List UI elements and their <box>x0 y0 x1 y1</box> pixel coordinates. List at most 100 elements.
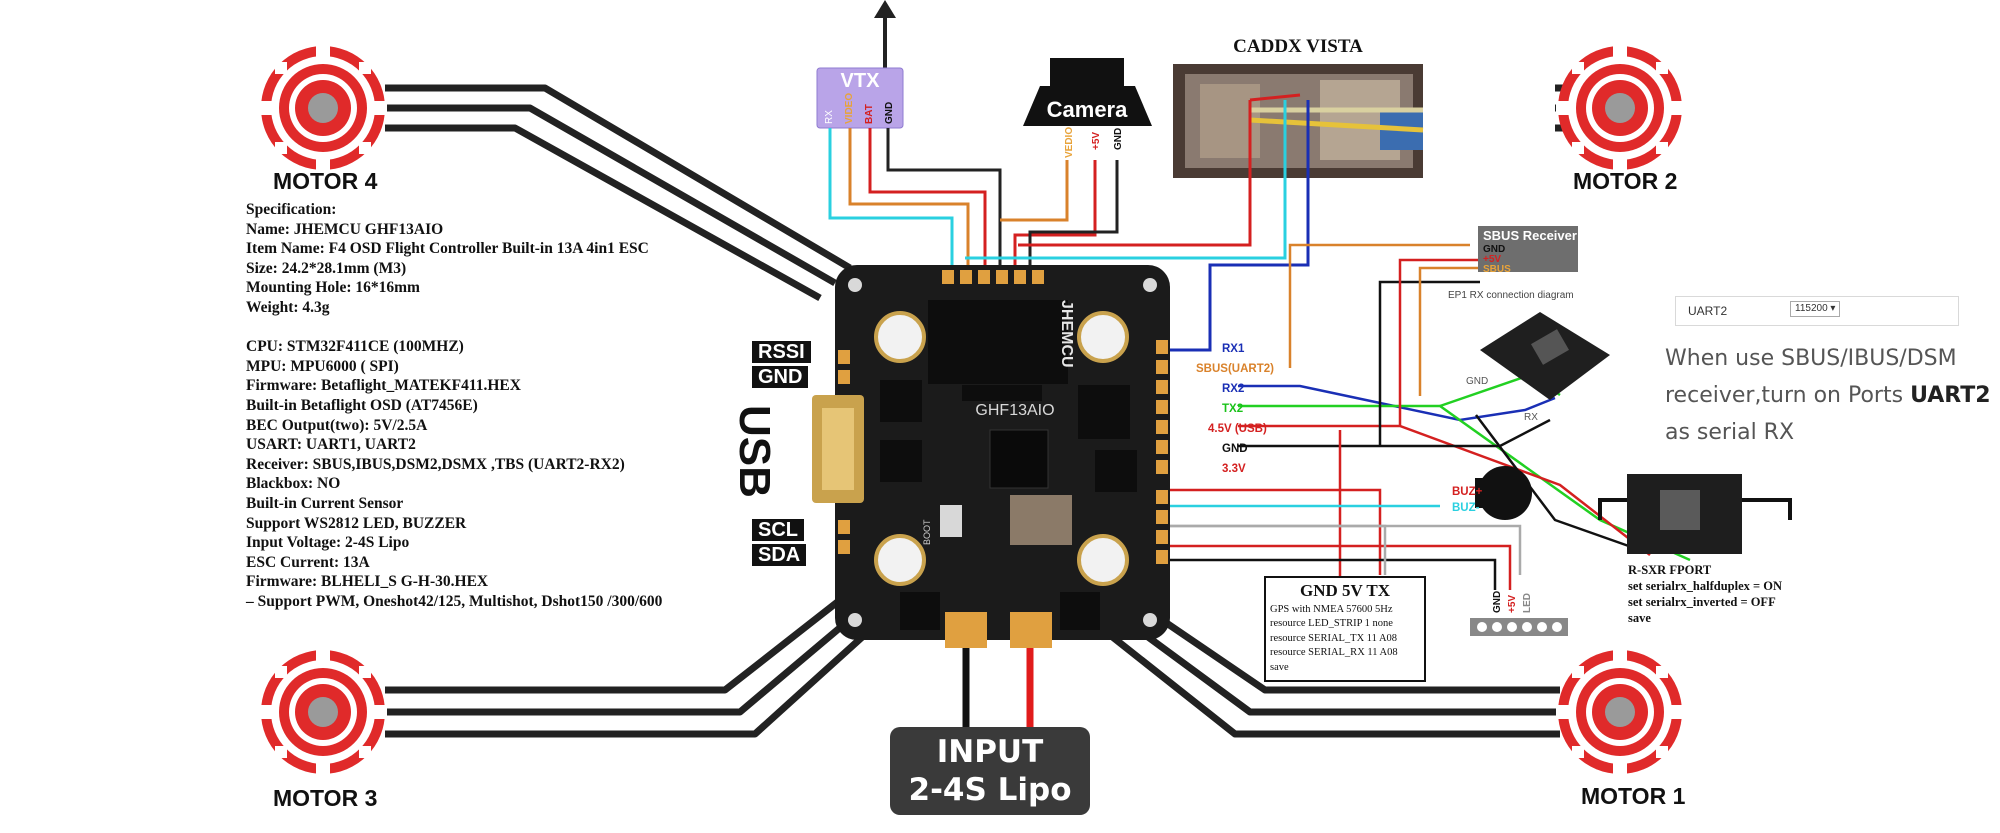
hint-line-2b: UART2 <box>1910 383 1991 408</box>
buzzer-minus-label: BUZ- <box>1452 502 1480 514</box>
pad-3v3-label: 3.3V <box>1222 463 1246 475</box>
spec-line: Specification: <box>246 201 337 218</box>
sbus-pin-gnd: GND <box>1483 244 1505 255</box>
camera-icon <box>1023 58 1152 126</box>
antenna-icon <box>874 0 896 68</box>
motor-1-icon <box>1556 648 1684 776</box>
vtx-title: VTX <box>841 70 881 92</box>
rsxr-receiver-image <box>1598 474 1792 554</box>
spec-line: CPU: STM32F411CE (100MHZ) <box>246 338 464 356</box>
gps-line: resource SERIAL_TX 11 A08 <box>1270 632 1398 644</box>
input-line-2: 2-4S Lipo <box>908 772 1072 808</box>
top-signal-wires <box>828 100 1310 352</box>
sda-pad-label: SDA <box>752 544 807 566</box>
chevron-down-icon: ▾ <box>1830 303 1836 314</box>
scl-pad-label: SCL <box>752 519 804 541</box>
ep1-rx-label: RX <box>1524 412 1538 423</box>
spec-line: Built-in Betaflight OSD (AT7456E) <box>246 396 478 414</box>
input-line-1: INPUT <box>936 734 1044 770</box>
spec-line: Item Name: F4 OSD Flight Controller Buil… <box>246 240 649 258</box>
usb-label: USB <box>730 405 779 498</box>
right-pad-wires <box>1160 243 1691 590</box>
vtx-pin-video: VIDEO <box>844 93 855 124</box>
spec-line: Receiver: SBUS,IBUS,DSM2,DSMX ,TBS (UART… <box>246 455 625 473</box>
buzzer-icon <box>1475 466 1532 520</box>
caddx-vista-image <box>1173 64 1424 178</box>
pad-rx1-label: RX1 <box>1222 343 1245 355</box>
sbus-hint-text: When use SBUS/IBUS/DSM receiver,turn on … <box>1665 340 1991 451</box>
spec-line: BEC Output(two): 5V/2.5A <box>246 416 428 434</box>
gps-config-box: GND 5V TX GPS with NMEA 57600 5Hz resour… <box>1264 576 1426 682</box>
board-brand: JHEMCU <box>1058 300 1075 368</box>
spec-line: Name: JHEMCU GHF13AIO <box>246 220 444 238</box>
specification-text: Specification: Name: JHEMCU GHF13AIO Ite… <box>246 200 662 611</box>
spec-spacer <box>246 318 662 338</box>
camera-pin-gnd: GND <box>1113 128 1124 150</box>
pad-gnd-label: GND <box>1222 443 1248 455</box>
led-pin-gnd: GND <box>1492 591 1503 613</box>
rsxr-line: set serialrx_inverted = OFF <box>1628 595 1776 609</box>
motor-1-label: MOTOR 1 <box>1581 783 1686 809</box>
led-pin-led: LED <box>1522 593 1533 613</box>
rssi-pad-label: RSSI <box>752 341 811 363</box>
uart2-port-label: UART2 <box>1688 304 1728 318</box>
hint-line-2: receiver,turn on Ports UART2 <box>1665 377 1991 414</box>
spec-line: Size: 24.2*28.1mm (M3) <box>246 259 407 277</box>
vtx-labels: VTX RX VIDEO BAT GND <box>824 70 895 124</box>
led-header-icon <box>1470 618 1568 636</box>
baud-select[interactable]: 115200 ▾ <box>1790 301 1841 317</box>
pad-4v5-label: 4.5V (USB) <box>1208 423 1267 435</box>
led-pin-labels: GND +5V LED <box>1492 591 1533 613</box>
spec-line: – Support PWM, Oneshot42/125, Multishot,… <box>246 592 663 610</box>
uart2-settings-panel: UART2 115200 ▾ <box>1675 296 1959 326</box>
ep1-receiver-image <box>1480 312 1610 400</box>
input-power-box: INPUT 2-4S Lipo <box>890 727 1090 815</box>
rsxr-notes: R-SXR FPORT set serialrx_halfduplex = ON… <box>1628 562 1782 626</box>
right-pad-labels: RX1 SBUS(UART2) RX2 TX2 4.5V (USB) GND 3… <box>1196 343 1483 514</box>
spec-line: Blackbox: NO <box>246 475 341 493</box>
camera-pin-5v: +5V <box>1091 132 1102 150</box>
motor-2-icon <box>1556 44 1684 172</box>
spec-line: MPU: MPU6000 ( SPI) <box>246 357 399 375</box>
spec-line: Firmware: BLHELI_S G-H-30.HEX <box>246 573 489 591</box>
rsxr-line: R-SXR FPORT <box>1628 563 1712 577</box>
vtx-pin-rx: RX <box>824 110 835 124</box>
vtx-pin-gnd: GND <box>884 102 895 124</box>
pad-rx2-label: RX2 <box>1222 383 1244 395</box>
buzzer-plus-label: BUZ+ <box>1452 486 1483 498</box>
spec-line: USART: UART1, UART2 <box>246 436 416 454</box>
spec-line: Firmware: Betaflight_MATEKF411.HEX <box>246 377 521 395</box>
hint-line-2a: receiver,turn on Ports <box>1665 383 1911 408</box>
motor-3-icon <box>259 648 387 776</box>
gps-line: resource LED_STRIP 1 none <box>1270 618 1393 630</box>
vtx-module <box>816 67 904 129</box>
motor-4-icon <box>259 44 387 172</box>
sbus-receiver-title: SBUS Receiver <box>1483 228 1577 243</box>
camera-label: Camera <box>1047 97 1128 122</box>
flight-controller-board <box>835 265 1170 648</box>
vtx-pin-bat: BAT <box>864 104 875 124</box>
caddx-title: CADDX VISTA <box>1233 36 1363 57</box>
rsxr-line: save <box>1628 611 1651 625</box>
sbus-pin-5v: +5V <box>1483 254 1501 265</box>
gps-title: GND 5V TX <box>1299 581 1391 600</box>
hint-line-3: as serial RX <box>1665 420 1795 445</box>
sbus-receiver <box>1478 226 1578 272</box>
gnd-pad-label: GND <box>752 366 809 388</box>
board-boot: BOOT <box>922 519 932 545</box>
gps-line: resource SERIAL_RX 11 A08 <box>1270 647 1398 659</box>
board-model: GHF13AIO <box>975 402 1054 419</box>
spec-line: Input Voltage: 2-4S Lipo <box>246 534 410 552</box>
spec-line: Support WS2812 LED, BUZZER <box>246 514 467 532</box>
sbus-receiver-labels: SBUS Receiver GND +5V SBUS EP1 RX connec… <box>1448 228 1577 301</box>
pad-sbus-label: SBUS(UART2) <box>1196 363 1274 375</box>
spec-line: Built-in Current Sensor <box>246 494 404 512</box>
sbus-pin-sbus: SBUS <box>1483 264 1511 275</box>
spec-line: ESC Current: 13A <box>246 553 370 571</box>
camera-pin-vedio: VEDIO <box>1064 127 1075 158</box>
baud-value: 115200 <box>1795 303 1828 314</box>
ep1-gnd-label: GND <box>1466 376 1488 387</box>
pad-tx2-label: TX2 <box>1222 403 1243 415</box>
usb-connector-icon <box>812 395 864 503</box>
